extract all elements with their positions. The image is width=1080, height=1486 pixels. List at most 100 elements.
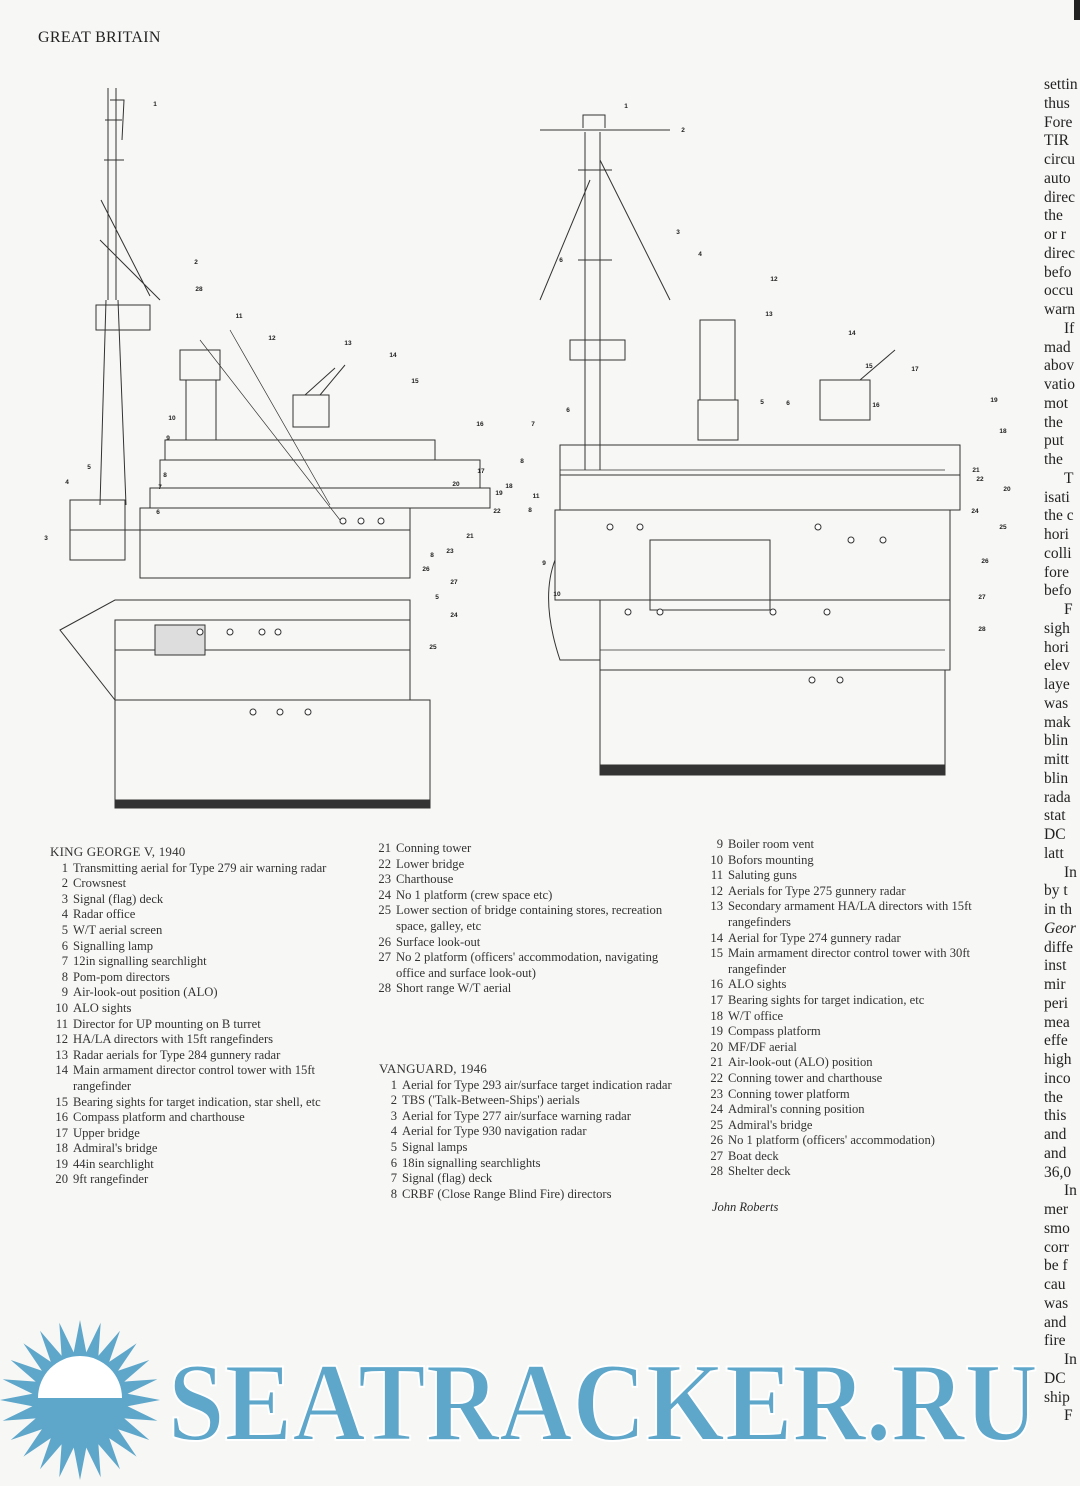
text-line-fragment: mitt	[1044, 751, 1069, 768]
legend-item-number: 8	[61, 969, 68, 984]
callout-number: 21	[972, 467, 980, 474]
callout-number: 8	[430, 552, 434, 559]
legend-item-text: MF/DF aerial	[728, 1039, 797, 1054]
vanguard-legend-title: VANGUARD, 1946	[379, 1061, 488, 1076]
callout-number: 15	[865, 363, 873, 370]
legend-item-text: Aerials for Type 275 gunnery radar	[728, 883, 906, 898]
legend-item-number: 3	[61, 891, 68, 906]
legend-item-number: 11	[55, 1016, 68, 1031]
text-line-fragment: settin	[1044, 76, 1078, 93]
text-line-fragment: circu	[1044, 151, 1075, 168]
callout-number: 24	[971, 508, 979, 515]
legend-item-number: 18	[55, 1141, 68, 1156]
text-line-fragment: mer	[1044, 1201, 1069, 1218]
callout-number: 12	[268, 335, 276, 342]
text-line-fragment: occu	[1044, 282, 1074, 300]
legend-item-number: 20	[710, 1039, 723, 1054]
callout-number: 21	[466, 533, 474, 540]
text-line-fragment: high	[1044, 1051, 1072, 1068]
text-line-fragment: mir	[1044, 976, 1066, 993]
text-line-fragment: corr	[1044, 1238, 1069, 1256]
text-line-fragment: in th	[1044, 901, 1072, 918]
legend-item-text: Radar aerials for Type 284 gunnery radar	[73, 1047, 281, 1062]
legend-item-text: Short range W/T aerial	[396, 981, 512, 996]
callout-number: 13	[344, 340, 352, 347]
callout-number: 1	[153, 101, 157, 108]
legend-item-text: Admiral's bridge	[728, 1117, 813, 1132]
text-line-fragment: mea	[1044, 1013, 1070, 1031]
legend-item-number: 22	[378, 856, 391, 871]
legend-item-text: No 1 platform (crew space etc)	[396, 887, 553, 902]
legend-item-number: 10	[55, 1000, 68, 1015]
kgv-legend-title: KING GEORGE V, 1940	[50, 844, 186, 859]
legend-item-number: 22	[710, 1070, 723, 1085]
text-line-fragment: T	[1064, 469, 1074, 487]
legend-item-text: Boiler room vent	[728, 837, 815, 851]
text-line-fragment: direc	[1044, 188, 1075, 206]
callout-number: 16	[872, 402, 880, 409]
text-line-fragment: warn	[1044, 301, 1075, 318]
legend-item-number: 11	[710, 868, 723, 883]
legend-item-number: 5	[61, 922, 68, 937]
text-line-fragment: 36,0	[1044, 1163, 1072, 1181]
legend-item: 20 MF/DF aerial	[705, 1040, 1005, 1056]
callout-number: 3	[44, 535, 48, 542]
legend-item-text: Signal lamps	[402, 1139, 468, 1154]
author-credit: John Roberts	[712, 1200, 779, 1214]
legend-item-number: 19	[55, 1156, 68, 1171]
legend-item-text: Director for UP mounting on B turret	[73, 1016, 261, 1031]
legend-item-text: Signal (flag) deck	[73, 891, 164, 906]
text-line-fragment: thus	[1044, 94, 1070, 112]
callout-number: 2	[194, 259, 198, 266]
callout-number: 20	[452, 481, 460, 488]
text-line-fragment: befo	[1044, 582, 1072, 600]
legend-item-number: 4	[390, 1124, 397, 1139]
legend-item-text: 18in signalling searchlights	[402, 1155, 541, 1170]
legend-item-text: Secondary armament HA/LA directors with …	[728, 899, 972, 929]
text-line-fragment: peri	[1044, 994, 1069, 1012]
text-line-fragment: latt	[1044, 844, 1064, 862]
text-line-fragment: abov	[1044, 357, 1075, 375]
text-line-fragment: be f	[1044, 1257, 1068, 1275]
callout-number: 4	[698, 251, 702, 258]
legend-item-number: 16	[710, 977, 723, 992]
text-line-fragment: Fore	[1044, 113, 1073, 131]
callout-number: 27	[978, 594, 986, 601]
legend-item-number: 21	[710, 1055, 723, 1070]
legend-item-number: 15	[710, 946, 723, 961]
text-line-fragment: by t	[1044, 882, 1068, 900]
callout-number: 9	[542, 560, 546, 567]
legend-item-number: 19	[710, 1024, 723, 1039]
legend-item-text: W/T office	[728, 1008, 784, 1023]
callout-number: 18	[999, 428, 1007, 435]
legend-item-number: 5	[390, 1139, 397, 1154]
legend-item-number: 28	[378, 981, 391, 996]
callout-number: 10	[168, 415, 176, 422]
legend-item-number: 13	[710, 899, 723, 914]
legend-item-text: Air-look-out position (ALO)	[73, 985, 218, 1000]
legend-item-number: 9	[61, 985, 68, 1000]
legend-item-text: Pom-pom directors	[73, 969, 170, 984]
legend-item-text: TBS ('Talk-Between-Ships') aerials	[402, 1093, 580, 1108]
legend-item-text: Lower bridge	[396, 856, 465, 871]
legend-item-number: 6	[390, 1155, 397, 1170]
callout-number: 7	[158, 484, 162, 491]
legend-item-number: 15	[55, 1094, 68, 1109]
callout-number: 10	[553, 591, 561, 598]
